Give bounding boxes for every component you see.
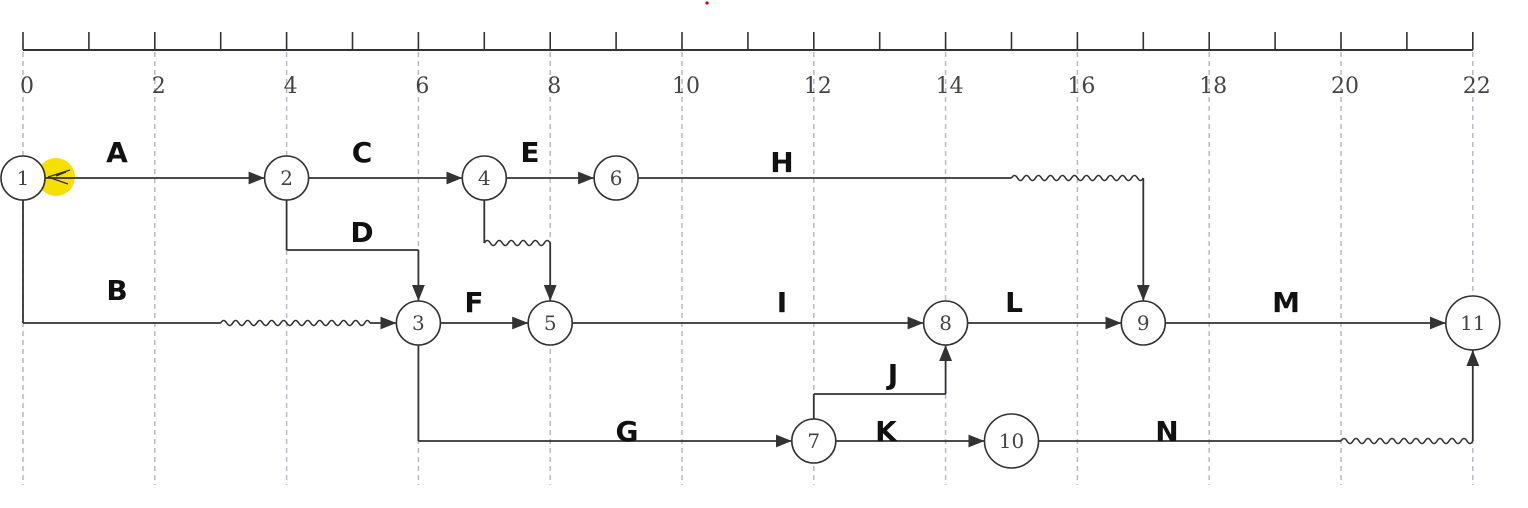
node-label-9: 9: [1137, 311, 1150, 335]
activity-label-F: F: [464, 286, 483, 319]
activity-label-I: I: [777, 286, 787, 319]
node-8: 8: [922, 300, 969, 346]
activity-label-L: L: [1005, 286, 1023, 319]
activity-label-J: J: [886, 358, 898, 391]
tick-label-22: 22: [1463, 74, 1491, 99]
red-dot-mark: [705, 1, 709, 5]
tick-label-10: 10: [672, 74, 700, 99]
node-label-8: 8: [939, 311, 952, 335]
node-circle-6: [593, 155, 639, 201]
node-circle-11: [1445, 295, 1501, 351]
activity-label-E: E: [520, 136, 539, 169]
tick-label-14: 14: [936, 74, 964, 99]
node-10: 10: [983, 413, 1040, 469]
node-6: 6: [593, 155, 639, 201]
activity-label-B: B: [106, 274, 127, 307]
node-label-4: 4: [478, 166, 491, 190]
node-circle-7: [790, 418, 837, 464]
tick-label-16: 16: [1067, 74, 1095, 99]
node-circle-5: [527, 300, 574, 346]
activity-label-K: K: [875, 415, 898, 448]
node-11: 11: [1445, 295, 1501, 351]
node-circle-9: [1120, 300, 1167, 346]
tick-label-4: 4: [284, 74, 298, 99]
node-circle-10: [983, 413, 1040, 469]
node-label-1: 1: [17, 166, 30, 190]
node-4: 4: [461, 155, 508, 201]
free-float-N: [1340, 437, 1474, 445]
activity-label-N: N: [1155, 415, 1178, 448]
node-label-6: 6: [610, 166, 623, 190]
free-float-H: [1010, 174, 1144, 182]
activity-label-H: H: [770, 146, 793, 179]
node-7: 7: [790, 418, 837, 464]
activity-label-G: G: [616, 415, 639, 448]
node-label-10: 10: [999, 429, 1024, 453]
activity-label-C: C: [352, 136, 373, 169]
cursor-highlight: [37, 158, 75, 196]
activity-label-M: M: [1272, 286, 1300, 319]
free-float-B: [220, 319, 371, 327]
free-float-dummy-4-5: [483, 239, 551, 247]
node-label-11: 11: [1460, 311, 1485, 335]
node-circle-2: [263, 155, 310, 201]
tick-label-18: 18: [1199, 74, 1227, 99]
node-9: 9: [1120, 300, 1167, 346]
tick-label-2: 2: [152, 74, 166, 99]
node-3: 3: [395, 300, 442, 346]
activity-label-D: D: [350, 216, 373, 249]
node-circle-3: [395, 300, 442, 346]
node-circle-1: [0, 155, 46, 201]
tick-label-0: 0: [20, 74, 34, 99]
tick-label-20: 20: [1331, 74, 1359, 99]
node-label-5: 5: [544, 311, 557, 335]
activity-label-A: A: [106, 136, 128, 169]
node-1: 1: [0, 155, 46, 201]
node-label-3: 3: [412, 311, 425, 335]
node-label-2: 2: [280, 166, 293, 190]
tick-label-8: 8: [547, 74, 561, 99]
cursor-arrow-icon: [47, 169, 71, 185]
node-2: 2: [263, 155, 310, 201]
node-label-7: 7: [807, 429, 820, 453]
node-circle-8: [922, 300, 969, 346]
node-5: 5: [527, 300, 574, 346]
tick-label-12: 12: [804, 74, 832, 99]
node-circle-4: [461, 155, 508, 201]
tick-label-6: 6: [415, 74, 429, 99]
